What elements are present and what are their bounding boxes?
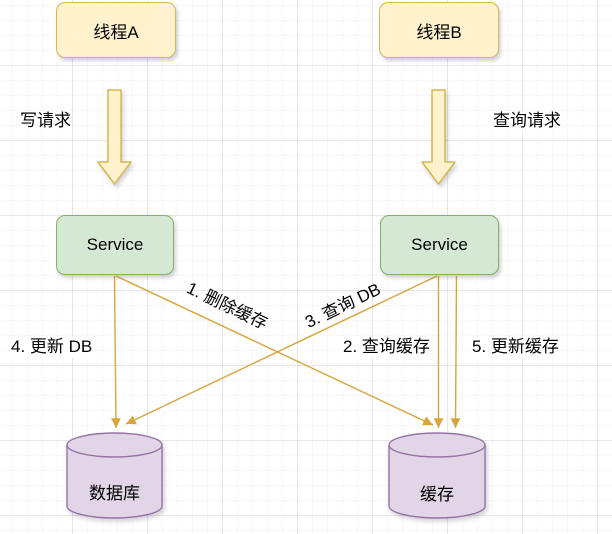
database-cylinder [66,432,163,519]
node-thread-b-label: 线程B [416,22,462,42]
block-arrow-write-request [97,89,132,185]
label-step4-update-db: 4. 更新 DB [10,337,94,357]
cache-label: 缓存 [420,485,454,504]
block-arrow-query-request [421,89,456,185]
label-step5-update-cache: 5. 更新缓存 [471,337,560,357]
label-write-request: 写请求 [19,111,72,131]
label-step2-query-cache: 2. 查询缓存 [342,337,431,357]
edge-step3-query-db [125,275,438,425]
node-service-b: Service [380,215,499,275]
node-service-a: Service [56,215,174,275]
node-thread-b: 线程B [379,2,499,58]
edge-step1-delete-cache [115,275,434,426]
cache-cylinder [388,432,486,519]
database-label: 数据库 [89,484,140,503]
edge-step4-update-db [111,275,121,429]
label-query-request: 查询请求 [492,111,562,131]
node-service-b-label: Service [411,235,468,254]
edge-step5-update-cache [450,275,461,429]
node-service-a-label: Service [86,235,144,254]
node-thread-a-label: 线程A [93,22,139,42]
node-thread-a: 线程A [56,2,176,58]
